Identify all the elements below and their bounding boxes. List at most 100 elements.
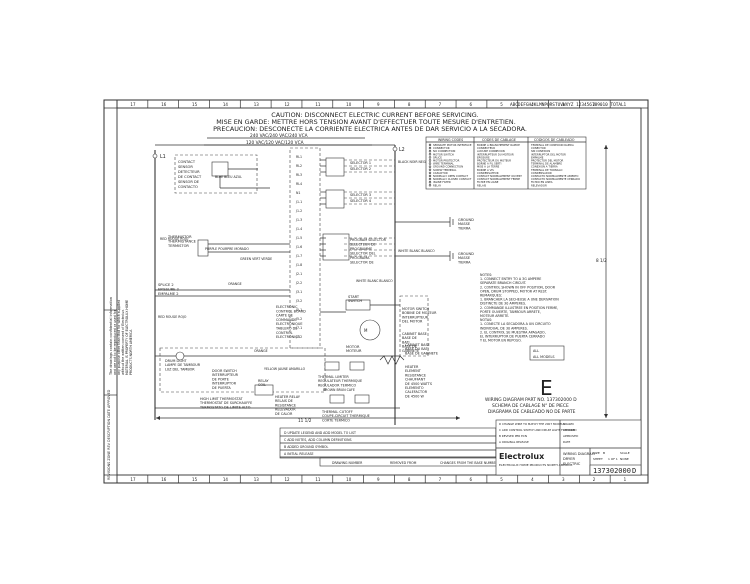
- revision-letter: E: [540, 376, 553, 400]
- part-rev: D: [632, 467, 636, 475]
- legend-es-5: PROTECTOR DEL MOTOR: [531, 159, 564, 163]
- high-limit-label-1: THERMOSTAT DE SURCHAUFFE: [199, 401, 252, 405]
- wire-orange: ORANGE: [228, 282, 242, 286]
- ground-a-label-2: TIERRA: [457, 226, 471, 230]
- wire-red-left2: RED ROUGE ROJO: [158, 315, 187, 319]
- high-limit-label-2: TERMOSTATO DE LIMITE ALTO: [199, 405, 251, 409]
- relay-coil-label-1: COIL: [258, 383, 266, 387]
- supply-240-label: 240 VAC/240 VAC/240 VCA: [250, 133, 308, 139]
- column-number-6: 6: [469, 102, 472, 107]
- column-number-4: 4: [531, 477, 534, 482]
- connector-rl2: RL2: [296, 164, 302, 168]
- row-letter-strip: [640, 100, 649, 483]
- wire-orange2: ORANGE: [254, 349, 268, 353]
- heater-relay-label-4: DE CALOR: [275, 412, 293, 416]
- door-switch-label-3: INTERRUPTOR: [212, 382, 237, 386]
- part-number: 137302000: [593, 467, 631, 475]
- column-number-5: 5: [500, 102, 503, 107]
- splice-label-0: SPLICE 2: [158, 283, 174, 287]
- heater-relay-label-3: RELEVADOR: [275, 408, 296, 412]
- column-number-2: 2: [593, 477, 596, 482]
- bottom-rev-row-3: A INITIAL RELEASE: [284, 452, 314, 456]
- cabinet-base-label-4: GABINETE: [402, 349, 419, 353]
- drum-light-icon: [175, 351, 185, 361]
- caution-en: CAUTION: DISCONNECT ELECTRIC CURRENT BEF…: [271, 111, 478, 119]
- wire-brown: BROWN BRUN CAFE: [323, 388, 355, 392]
- all-models-box: ALL ALL MODELS: [529, 345, 565, 361]
- legend-fr-0: BORNE A BRANCHEMENT RAPIDE: [477, 143, 520, 147]
- program-selector-label-3: SELECTOR DEL: [350, 252, 376, 256]
- connector-rl3: RL3: [296, 173, 302, 177]
- wiring-diagram-caption: WIRING DIAGRAM PART NO. 137302000 D SCHE…: [485, 397, 577, 415]
- confidential-text: The drawings contain confidential inform…: [109, 297, 113, 376]
- control-board-label-7: ELECTRONICO: [276, 335, 301, 339]
- legend-es-11: CONTACTO NORMALMENTE CERRADO: [531, 177, 580, 181]
- legend-es-4: EMPALME: [531, 155, 544, 159]
- column-number-8: 8: [408, 477, 411, 482]
- company-line: ELECTROLUX HOME PRODUCTS NORTH AMERICA: [499, 463, 573, 467]
- legend-en-6: WIRE TERMINAL: [433, 162, 454, 166]
- note-line-8: 2. COMMANDE ILLUSTREE EN POSITION FERME,: [480, 306, 558, 310]
- control-board-label-2: CARTE DE: [276, 314, 293, 318]
- column-number-14: 14: [223, 102, 229, 107]
- legend-en-10: NORMALLY OPEN CONTACT: [433, 174, 468, 178]
- note-line-6: 1. BRANCHER LA SECHEUSE A UNE DERIVATION: [480, 298, 559, 302]
- note-line-5: REMARQUES:: [480, 294, 502, 298]
- column-number-6: 6: [469, 477, 472, 482]
- legend-h3: CODIGOS DE CABLEADO: [534, 138, 575, 142]
- column-number-3: 3: [562, 102, 565, 107]
- top-code: ABCDEFGHJKLMNPQRSTUVWXYZ 123456789010 TO…: [510, 102, 624, 108]
- wd-line-1: WIRING DIAGRAM PART NO. 137302000 D: [485, 397, 577, 403]
- wire-red-left: RED ROUGE ROJO: [160, 237, 189, 241]
- all-models-2: ALL MODELS: [533, 355, 555, 359]
- legend-fr-13: RELAIS: [477, 183, 486, 187]
- legend-en-9: CAPACITOR: [433, 171, 448, 175]
- note-line-16: Y EL MOTOR EN REPOSO.: [480, 339, 522, 343]
- connector-j1-5: J1-5: [295, 236, 302, 240]
- thermal-cutoff-label-1: COUPE-CIRCUIT THERMIQUE: [322, 414, 370, 418]
- column-number-12: 12: [285, 477, 291, 482]
- l1-label: L1: [160, 154, 166, 160]
- selector-3-label: SELECTOR 3: [350, 193, 371, 197]
- title-rev-row-1: C ADD CONTROL SWITCH AND DRUM LIGHT FOR …: [499, 428, 575, 432]
- heater-relay-label-1: RELAIS DE: [275, 399, 293, 403]
- thermal-cutoff-label-0: THERMAL CUTOFF: [321, 410, 353, 414]
- supply-120-label: 120 VAC/120 VAC/120 VCA: [246, 140, 304, 146]
- note-line-14: 2. EL CONTROL SE MUESTRA APAGADO,: [480, 330, 546, 334]
- door-switch-label-0: DOOR SWITCH: [212, 369, 237, 373]
- heater-label-5: ELEMENTO: [405, 386, 424, 390]
- connector-j7-2: J7-2: [295, 335, 302, 339]
- sheet-label: SHEET: [593, 457, 603, 461]
- cabinet-base2-label-1: BASE DU BATI: [405, 347, 429, 351]
- connector-j3-1: J3-1: [295, 290, 302, 294]
- scale-value: NONE: [620, 457, 629, 461]
- note-line-12: 1. CONECTE LA SECADORA A UN CIRCUITO: [480, 322, 551, 326]
- connector-j1-7: J1-7: [295, 254, 302, 258]
- legend-h1: WIRING CODES: [438, 138, 463, 142]
- all-models-1: ALL: [533, 349, 539, 353]
- note-line-9: PORTE OUVERTE, TAMBOUR ARRETE,: [480, 310, 541, 314]
- program-selector-label-0: PROGRAM SELECTOR: [350, 238, 387, 242]
- column-number-15: 15: [192, 477, 198, 482]
- control-board-label-4: ELECTRONIQUE: [276, 322, 302, 326]
- control-board-label-6: CONTROL: [276, 331, 293, 335]
- connector-j1-1: J1-1: [295, 200, 302, 204]
- confidential-line-3: without the written consent of Electrolu…: [121, 309, 125, 375]
- dim-width: 11 1/2: [298, 418, 312, 423]
- title-rev-row-3: A ORIGINAL RELEASE: [499, 440, 529, 444]
- legend-fr-3: INTERRUPTEUR DU MOTEUR: [477, 152, 514, 156]
- column-number-8: 8: [408, 102, 411, 107]
- door-switch-label-4: DE PUERTA: [212, 386, 231, 390]
- legend-fr-5: PROTECTEUR DU MOTEUR: [477, 159, 511, 163]
- column-number-9: 9: [377, 477, 380, 482]
- legend-es-1: CONECTOR: [531, 146, 546, 150]
- cabinet-base2-label-0: CABINET BASE: [405, 343, 430, 347]
- ground-b-label-0: GROUND: [458, 252, 474, 256]
- column-number-3: 3: [562, 477, 565, 482]
- cabinet-base-label-2: BATI: [402, 340, 409, 344]
- legend-fr-11: CONTACT NORMALEMENT FERME: [477, 177, 520, 181]
- program-selector-label-5: SELECTOR DE: [350, 261, 374, 265]
- heater-label-6: CALEFACTOR: [405, 390, 428, 394]
- wire-purple: PURPLE POURPRE MORADO: [205, 247, 249, 251]
- heater-label-0: HEATER: [405, 365, 419, 369]
